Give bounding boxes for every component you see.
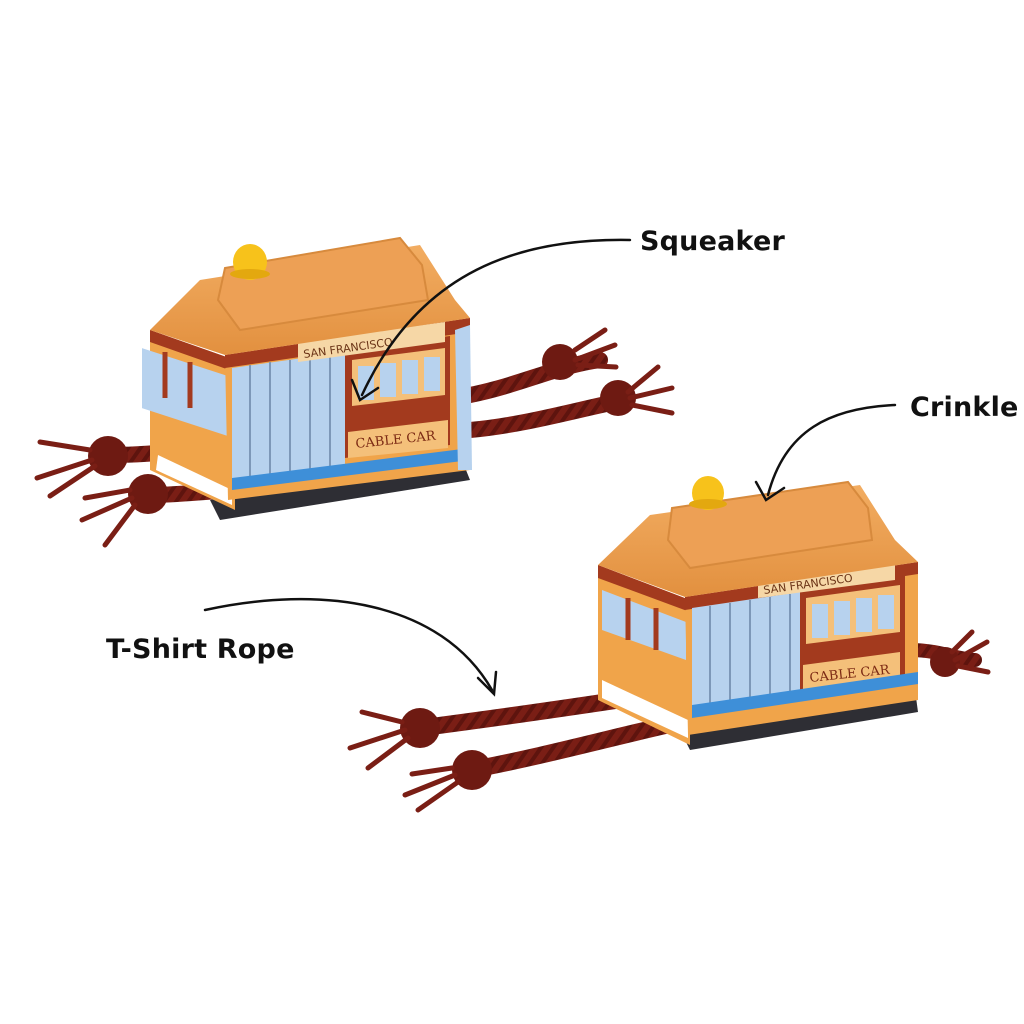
t-shirt-rope-arrow <box>203 597 498 697</box>
squeaker-arrow <box>350 238 632 402</box>
t-shirt-rope-label: T-Shirt Rope <box>106 634 295 665</box>
cable-car-toy-1: CABLE CAR SAN FRANCISCO <box>34 236 675 548</box>
rope-right-toy-2 <box>903 629 991 677</box>
crinkle-arrow <box>754 403 897 502</box>
crinkle-label: Crinkle <box>910 392 1019 423</box>
cable-car-toy-2: CABLE CAR SAN FRANCISCO <box>347 476 991 813</box>
squeaker-label: Squeaker <box>640 226 785 257</box>
rope-right-toy-1 <box>462 327 675 438</box>
